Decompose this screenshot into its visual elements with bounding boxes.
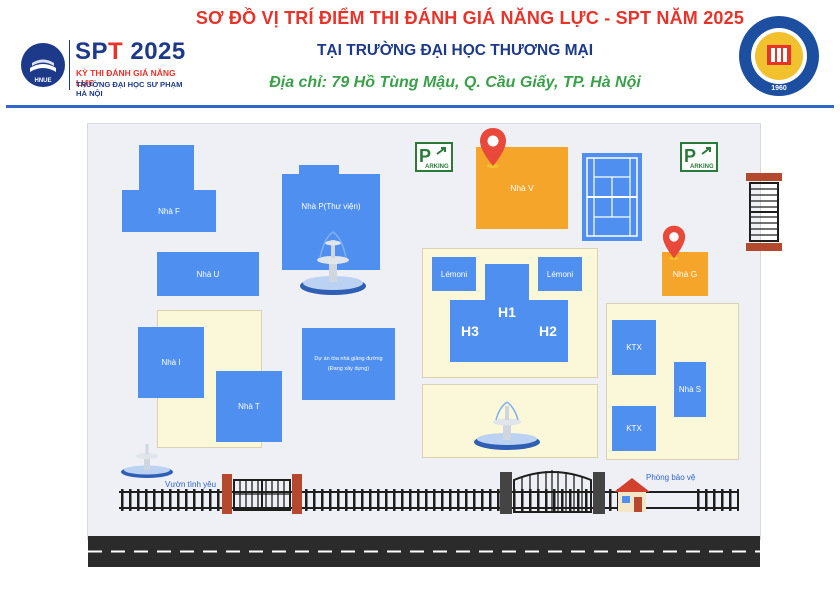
guard-house-icon [614,478,650,512]
header: HNUE SPT 2025 KỲ THI ĐÁNH GIÁ NĂNG LỰC T… [0,0,840,110]
gate-icon [222,474,302,514]
spt-prefix: SP [75,38,109,65]
building-nha-f: Nhà F [122,190,216,232]
ktx-top-label: KTX [626,343,642,352]
side-gate-icon [746,173,782,251]
label-phong-bao-ve: Phòng bảo vệ [646,473,696,482]
label-vuon-tinh-yeu: Vườn tình yêu [165,480,217,489]
university-seal-icon: 1960 [739,16,819,96]
spt-year: 2025 [123,38,186,65]
fountain-icon [121,444,173,478]
building-h2-label: H2 [539,323,557,339]
building-nha-s: Nhà S [674,362,706,417]
road-icon [88,536,760,567]
building-nha-t: Nhà T [216,371,282,442]
location-pin-icon[interactable] [478,126,508,168]
hnue-text: HNUE [34,78,51,84]
building-h2: H2 [528,300,568,362]
fountain-icon [474,401,540,450]
parking-left-text: ARKING [425,164,449,170]
seal-year: 1960 [771,85,787,92]
building-nha-i: Nhà I [138,327,204,398]
building-h3: H3 [450,300,490,362]
building-nha-f-top [139,145,194,195]
spt-logo: HNUE SPT 2025 KỲ THI ĐÁNH GIÁ NĂNG LỰC T… [20,38,190,98]
tennis-court-icon [582,153,642,241]
spt-wordmark: SPT 2025 [75,38,186,66]
building-nha-u-label: Nhà U [196,269,220,279]
building-nha-f-label: Nhà F [158,206,180,216]
page-title: SƠ ĐỒ VỊ TRÍ ĐIỂM THI ĐÁNH GIÁ NĂNG LỰC … [195,8,745,28]
building-lemoni-left: Lémoni [432,257,476,291]
hnue-emblem-icon: HNUE [21,43,65,87]
building-nha-g[interactable]: Nhà G [662,252,708,296]
building-nha-s-label: Nhà S [678,385,702,394]
spt-subtitle-1: KỲ THI ĐÁNH GIÁ NĂNG LỰC [76,68,176,88]
main-gate-icon [500,470,605,514]
spt-subtitle-2: TRƯỜNG ĐẠI HỌC SƯ PHẠM HÀ NỘI [76,80,183,98]
page-subtitle: TẠI TRƯỜNG ĐẠI HỌC THƯƠNG MẠI [316,42,594,59]
parking-sign-left: P ARKING [415,142,453,172]
logo-divider [69,40,70,90]
parking-right-p: P [684,146,696,166]
parking-icon: P ARKING [419,146,449,170]
ktx-bottom-label: KTX [626,424,642,433]
spt-t: T [108,38,124,65]
construction-label-2: (Đang xây dựng) [327,366,370,372]
building-nha-i-label: Nhà I [161,358,181,367]
location-pin-icon[interactable] [661,224,687,260]
construction-label-1: Dự án tòa nhà giảng đường [314,356,383,362]
building-h3-label: H3 [461,323,479,339]
building-lemoni-right: Lémoni [538,257,582,291]
building-nha-p-label: Nhà P(Thư viện) [301,202,361,211]
building-ktx-bottom: KTX [612,406,656,451]
parking-sign-right: P ARKING [680,142,718,172]
building-nha-g-label: Nhà G [672,269,698,279]
parking-left-p: P [419,146,431,166]
building-nha-u: Nhà U [157,252,259,296]
building-nha-v-label: Nhà V [510,183,534,193]
parking-right-text: ARKING [690,164,714,170]
building-ktx-top: KTX [612,320,656,375]
lemoni-right-label: Lémoni [546,269,574,279]
building-nha-t-label: Nhà T [238,402,260,411]
fountain-icon [300,231,366,295]
parking-icon: P ARKING [684,146,714,170]
building-h1-label: H1 [498,304,516,320]
header-divider [6,105,834,108]
building-h1: H1 [485,264,529,362]
lemoni-left-label: Lémoni [440,269,468,279]
address: Địa chỉ: 79 Hồ Tùng Mậu, Q. Cầu Giấy, TP… [269,74,641,91]
building-under-construction: Dự án tòa nhà giảng đường (Đang xây dựng… [302,328,395,400]
